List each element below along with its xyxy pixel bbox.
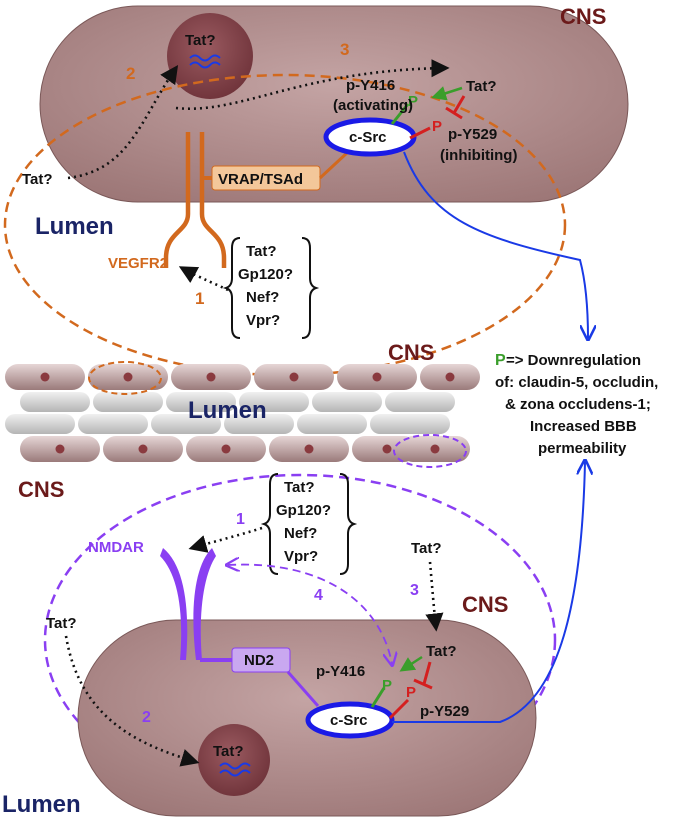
vrap-tsad-label: VRAP/TSAd [218,171,303,188]
top-tat-activation-arrow [431,86,463,101]
top-cns-label: CNS [560,4,606,29]
bottom-lumen-label: Lumen [2,791,81,818]
top-hiv-left-brace [222,237,241,339]
bottom-activating-bond [370,687,386,708]
bottom-tat-inhibition [413,661,433,690]
top-path-to-csrc [175,59,450,111]
bottom-csrc-ring [305,701,395,739]
top-activating: (activating) [333,97,413,114]
bottom-tat-to-nucleus-arrow [64,635,200,767]
top-step-3: 3 [340,40,349,59]
bottom-hiv-protein-2: Gp120? [276,502,331,519]
top-path-to-nucleus [67,65,179,180]
top-p-y529: p-Y529 [448,126,497,143]
nmdar-label: NMDAR [88,539,144,556]
top-p-activating: P [408,93,418,110]
bottom-tat-left: Tat? [46,615,77,632]
top-inhibiting-bond [409,126,431,140]
bottom-tat-near-csrc: Tat? [426,643,457,660]
bottom-nucleus-tat-label: Tat? [213,743,244,760]
top-inhibiting: (inhibiting) [440,147,517,164]
top-blue-arrow-to-outcome [403,151,588,338]
bottom-p-y416: p-Y416 [316,663,365,680]
bottom-hiv-protein-3: Nef? [284,525,317,542]
bottom-inhibiting-bond [388,698,410,720]
top-step-2: 2 [126,64,135,83]
nd2-label: ND2 [244,652,274,669]
bottom-step-2: 2 [142,709,151,726]
outcome-line-3: & zona occludens-1; [505,396,651,413]
vegfr2-receptor-right [199,132,227,268]
outcome-p-label: P [495,352,506,369]
top-hiv-protein-1: Tat? [246,243,277,260]
top-tat-outside: Tat? [22,171,53,188]
bottom-hiv-left-brace [260,473,279,575]
top-activating-bond [390,103,410,125]
top-step-1: 1 [195,289,204,308]
bottom-p-inhibiting: P [406,684,416,701]
top-tat-inhibition [445,95,466,120]
bottom-zoom-outline [43,473,557,807]
outcome-line-1: => Downregulation [506,352,641,369]
middle-cns-label-left: CNS [18,477,64,502]
bottom-step-3: 3 [410,582,419,599]
top-p-y416: p-Y416 [346,77,395,94]
bottom-tat-activation-arrow [399,655,423,672]
bottom-tat-top: Tat? [411,540,442,557]
bottom-rna-icon [219,762,251,777]
top-rna-icon [189,54,221,69]
nd2-to-csrc-link [286,671,320,707]
top-hiv-to-vegfr2-arrow [178,266,229,292]
outcome-line-5: permeability [538,440,627,457]
bottom-hiv-protein-4: Vpr? [284,548,318,565]
vrap-to-csrc-link [318,150,350,180]
bottom-nmdar-csrc-double-arrow [228,565,392,664]
top-hiv-protein-2: Gp120? [238,266,293,283]
bottom-p-activating: P [382,677,392,694]
bottom-hiv-to-nmdar-arrow [188,526,263,553]
bbb-vessel [5,364,480,462]
bottom-hiv-right-brace [339,473,358,575]
outcome-line-2: of: claudin-5, occludin, [495,374,658,391]
top-hiv-protein-3: Nef? [246,289,279,306]
bottom-nucleus [198,724,270,796]
top-hiv-right-brace [301,237,320,339]
top-csrc-label: c-Src [349,129,387,146]
top-tat-near-csrc: Tat? [466,78,497,95]
top-hiv-protein-4: Vpr? [246,312,280,329]
bottom-step-1: 1 [236,511,245,528]
bottom-step-4: 4 [314,587,323,604]
bottom-cns-label: CNS [462,592,508,617]
bbb-top-highlight [88,361,162,395]
middle-cns-label-right: CNS [388,340,434,365]
bottom-p-y529: p-Y529 [420,703,469,720]
bottom-csrc-label: c-Src [330,712,368,729]
vegfr2-label: VEGFR2 [108,255,168,272]
middle-lumen-label: Lumen [188,397,267,424]
vegfr2-receptor-left [163,132,191,268]
bottom-blue-arrow-to-outcome [392,462,585,723]
top-p-inhibiting: P [432,118,442,135]
bbb-bottom-highlight [393,434,467,468]
bottom-tat-entry-arrow [425,561,444,632]
outcome-line-4: Increased BBB [530,418,637,435]
nmdar-receptor-left [160,548,188,660]
top-nucleus-tat-label: Tat? [185,32,216,49]
top-lumen-label: Lumen [35,213,114,240]
nmdar-receptor-right [193,548,216,660]
bottom-hiv-protein-1: Tat? [284,479,315,496]
